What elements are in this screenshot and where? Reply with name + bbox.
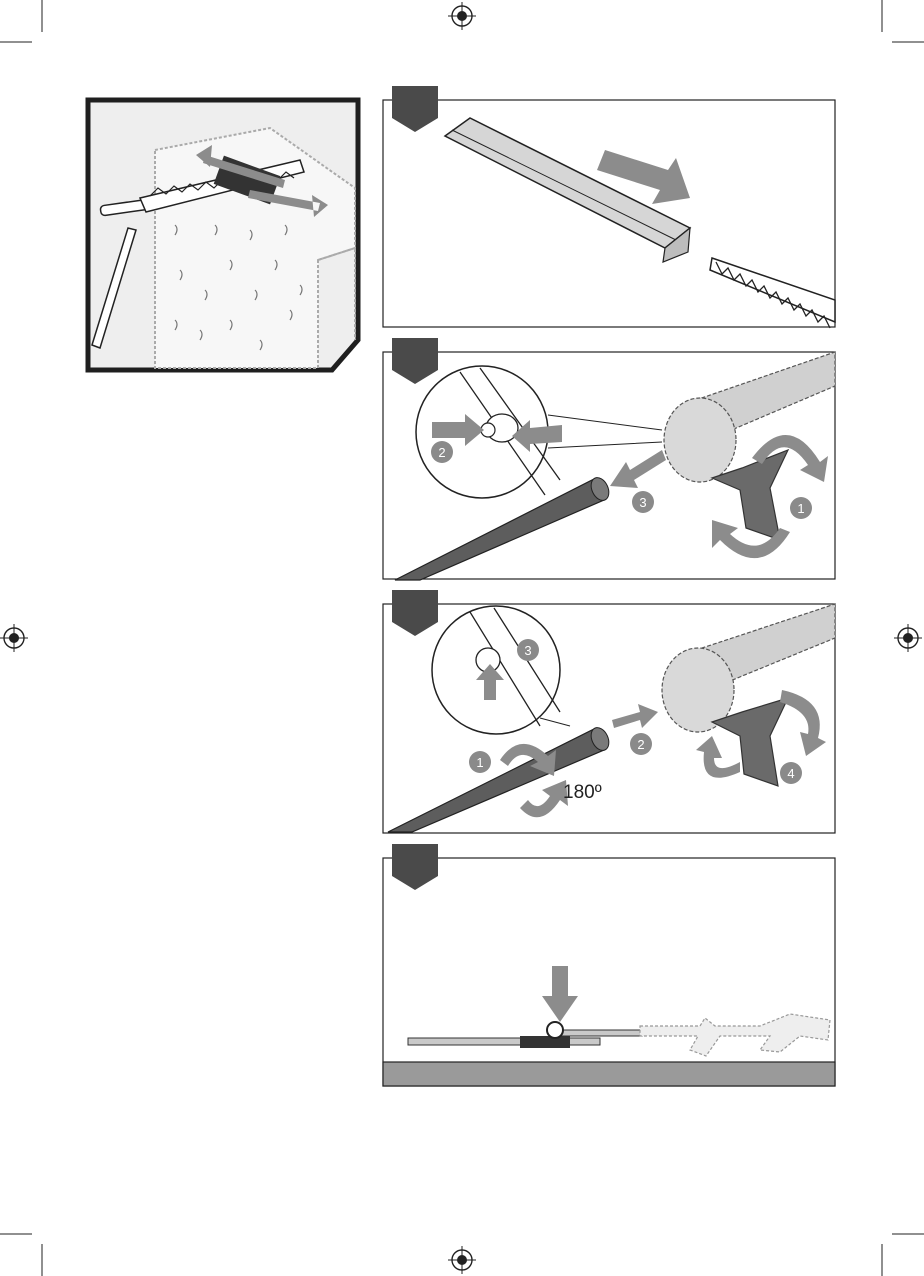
step-3-marker-3: 3 [517, 639, 539, 661]
step-3-marker-1: 1 [469, 751, 491, 773]
svg-text:4: 4 [787, 766, 794, 781]
step-3-marker-2: 2 [630, 733, 652, 755]
step-2-marker-3: 3 [632, 491, 654, 513]
svg-text:3: 3 [639, 495, 646, 510]
step-2-marker-1: 1 [790, 497, 812, 519]
svg-text:1: 1 [476, 755, 483, 770]
svg-text:2: 2 [438, 445, 445, 460]
step-3-marker-4: 4 [780, 762, 802, 784]
step-2-marker-2: 2 [431, 441, 453, 463]
svg-text:1: 1 [797, 501, 804, 516]
svg-text:3: 3 [524, 643, 531, 658]
rotation-angle-label: 180º [563, 782, 602, 803]
svg-text:2: 2 [637, 737, 644, 752]
